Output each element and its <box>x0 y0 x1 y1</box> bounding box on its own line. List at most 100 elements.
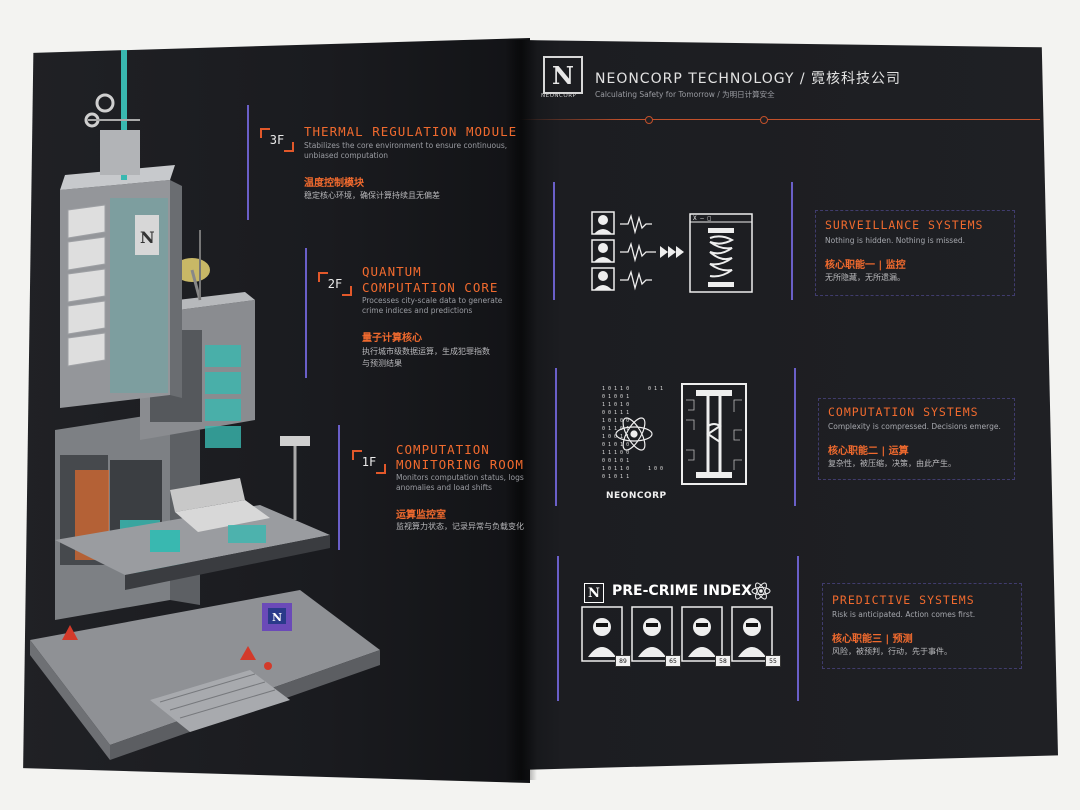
window-label: X — □ <box>693 215 711 222</box>
person-icon <box>591 267 615 291</box>
person-icon <box>591 239 615 263</box>
svg-text:1 1 1 0 0: 1 1 1 0 0 <box>602 450 629 456</box>
svg-text:1 0 1 1 0: 1 0 1 1 0 <box>602 466 629 472</box>
crate-logo-text: N <box>272 611 282 624</box>
callout-2f-desc-zh-1: 执行城市级数据运算，生成犯罪指数 <box>362 347 490 356</box>
suspect-mask <box>696 623 708 627</box>
neoncorp-logo-caption: NEONCORP <box>541 93 577 99</box>
atom-icon <box>751 582 771 600</box>
surveillance-title-zh: 核心职能一 | 监控 <box>825 260 906 271</box>
svg-text:1 0 0: 1 0 0 <box>648 466 663 472</box>
computation-desc-zh: 复杂性，被压缩，决策，由此产生。 <box>828 459 956 468</box>
precrime-logo: N <box>584 583 604 603</box>
suspect-body <box>588 647 616 657</box>
callout-frame-3f <box>247 105 249 220</box>
callout-2f-title-en-2: COMPUTATION CORE <box>362 280 499 295</box>
surveillance-desc-en: Nothing is hidden. Nothing is missed. <box>825 236 965 245</box>
header-node <box>645 116 653 124</box>
header-divider <box>520 119 1040 120</box>
svg-text:1 0 0 1 1: 1 0 0 1 1 <box>602 434 629 440</box>
precrime-frame-right <box>797 556 799 701</box>
brand-tagline: Calculating Safety for Tomorrow / 为明日计算安… <box>595 90 775 99</box>
processing-window: X — □ <box>689 213 753 293</box>
computation-title-zh: 核心职能二 | 运算 <box>828 446 909 457</box>
brand-title: NEONCORP TECHNOLOGY / 霓核科技公司 <box>595 71 902 87</box>
computation-graphic: 1 0 1 1 0 0 1 0 0 1 1 1 0 1 0 0 0 1 1 1 1 0… <box>602 383 747 485</box>
heat-sink-fins <box>67 204 106 367</box>
callout-1f-desc-en-2: anomalies and load shifts <box>396 483 492 492</box>
callout-1f-desc-zh: 监视算力状态，记录异常与负载变化 <box>396 522 524 531</box>
lamp-post <box>280 436 310 520</box>
building-model-illustration: N 06 N <box>30 50 380 760</box>
atom-icon <box>615 417 653 451</box>
svg-text:0 1 1 0 1: 0 1 1 0 1 <box>602 426 629 432</box>
tower-logo-text: N <box>140 228 155 247</box>
svg-text:0 1 1: 0 1 1 <box>648 386 663 392</box>
predictive-desc-en: Risk is anticipated. Action comes first. <box>832 610 976 619</box>
suspect-frame <box>581 606 623 662</box>
red-stud <box>264 662 272 670</box>
predictive-text-box <box>822 583 1022 669</box>
person-icon <box>591 211 615 235</box>
header-node <box>760 116 768 124</box>
callout-3f-desc-zh: 稳定核心环境，确保计算持续且无偏差 <box>304 191 440 200</box>
satellite-dish-icon <box>174 230 210 301</box>
neoncorp-logo: N <box>543 56 583 94</box>
suspect-body <box>688 647 716 657</box>
suspect-score-1: 89 <box>615 655 631 667</box>
predictive-title-zh: 核心职能三 | 预测 <box>832 634 913 645</box>
surveillance-title-en: SURVEILLANCE SYSTEMS <box>825 218 984 232</box>
callout-1f-title-zh: 运算监控室 <box>396 510 446 521</box>
callout-2f-desc-en-1: Processes city-scale data to generate <box>362 296 503 305</box>
callout-2f-desc-en-2: crime indices and predictions <box>362 306 473 315</box>
callout-3f-desc-en-1: Stabilizes the core environment to ensur… <box>304 141 508 150</box>
svg-text:0 0 1 1 1: 0 0 1 1 1 <box>602 410 629 416</box>
suspect-portraits <box>581 606 773 662</box>
precrime-title: PRE-CRIME INDEX <box>612 583 752 599</box>
computation-desc-en: Complexity is compressed. Decisions emer… <box>828 422 1001 431</box>
surveillance-graphic: X — □ <box>591 211 753 293</box>
suspect-frame <box>631 606 673 662</box>
computation-caption: NEONCORP <box>606 491 667 501</box>
computation-text-box <box>818 398 1015 480</box>
surveillance-text-box <box>815 210 1015 296</box>
suspect-body <box>638 647 666 657</box>
baseplate-grid <box>159 673 276 719</box>
callout-3f-title-zh: 温度控制模块 <box>304 178 364 189</box>
floor-badge-2f: 2F <box>318 272 352 296</box>
suspect-frame <box>731 606 773 662</box>
suspect-mask <box>746 623 758 627</box>
circuit-chip <box>681 383 747 485</box>
signal-waveforms <box>620 213 656 291</box>
predictive-desc-zh: 风险，被预判，行动，先于事件。 <box>832 647 952 656</box>
svg-text:0 1 0 1 0: 0 1 0 1 0 <box>602 442 629 448</box>
surveillance-frame-left <box>553 182 555 300</box>
computation-frame-left <box>555 368 557 506</box>
floor-badge-1f: 1F <box>352 450 386 474</box>
computation-title-en: COMPUTATION SYSTEMS <box>828 405 979 419</box>
suspect-score-4: 55 <box>765 655 781 667</box>
callout-3f-desc-en-2: unbiased computation <box>304 151 389 160</box>
suspect-mask <box>646 623 658 627</box>
svg-text:1 0 1 0 0: 1 0 1 0 0 <box>602 418 629 424</box>
antenna-mast <box>84 50 140 180</box>
computation-frame-right <box>794 368 796 506</box>
crate-logo-block: N <box>262 603 292 631</box>
predictive-title-en: PREDICTIVE SYSTEMS <box>832 593 975 607</box>
surveillance-frame-right <box>791 182 793 300</box>
arrow-icons <box>660 246 684 258</box>
surveillance-desc-zh: 无所隐藏，无所遗漏。 <box>825 273 905 282</box>
warning-sign-icon <box>240 646 256 660</box>
svg-text:1 1 0 1 0: 1 1 0 1 0 <box>602 402 629 408</box>
floor-badge-3f: 3F <box>260 128 294 152</box>
binary-rain: 1 0 1 1 0 0 1 0 0 1 1 1 0 1 0 0 0 1 1 1 1 0… <box>602 386 663 480</box>
suspect-score-2: 65 <box>665 655 681 667</box>
svg-text:0 1 0 0 1: 0 1 0 0 1 <box>602 394 629 400</box>
callout-3f-title-en: THERMAL REGULATION MODULE <box>304 124 518 139</box>
callout-2f-title-zh: 量子计算核心 <box>362 333 422 344</box>
svg-text:0 0 1 0 1: 0 0 1 0 1 <box>602 458 629 464</box>
callout-2f-desc-zh-2: 与预测结果 <box>362 359 402 368</box>
callout-frame-1f <box>338 425 340 550</box>
suspect-body <box>738 647 766 657</box>
